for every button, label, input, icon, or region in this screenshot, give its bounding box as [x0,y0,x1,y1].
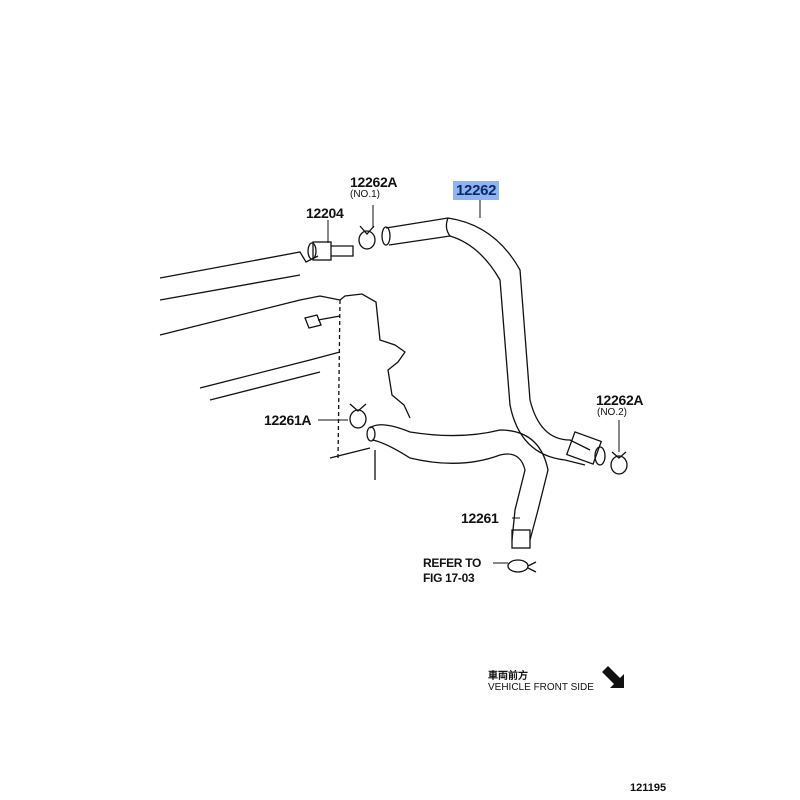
engine-head-outline [159,251,411,480]
clamp-no2 [610,451,628,475]
label-12261[interactable]: 12261 [461,510,499,526]
label-no1: (NO.1) [350,189,380,200]
leader-lines [318,200,620,564]
refer-line2: FIG 17-03 [423,571,475,585]
hose-12262 [381,217,606,466]
refer-line1: REFER TO [423,556,482,570]
figure-id: 121195 [630,782,667,794]
label-no2: (NO.2) [597,407,627,418]
label-12261a[interactable]: 12261A [264,412,312,428]
label-12262-highlighted[interactable]: 12262 [453,181,500,200]
label-12262a-no1[interactable]: 12262A [350,174,398,190]
clamp-no1 [358,225,376,250]
direction-jp: 車両前方 [488,671,528,682]
pcv-valve [307,241,354,261]
clamp-12261a [349,403,367,429]
clamp-refer [507,559,537,573]
hose-12261 [366,424,549,549]
front-direction-arrow-icon [602,666,624,688]
label-12262a-no2[interactable]: 12262A [596,392,644,408]
label-12204[interactable]: 12204 [306,205,344,221]
direction-en: VEHICLE FRONT SIDE [488,682,594,693]
